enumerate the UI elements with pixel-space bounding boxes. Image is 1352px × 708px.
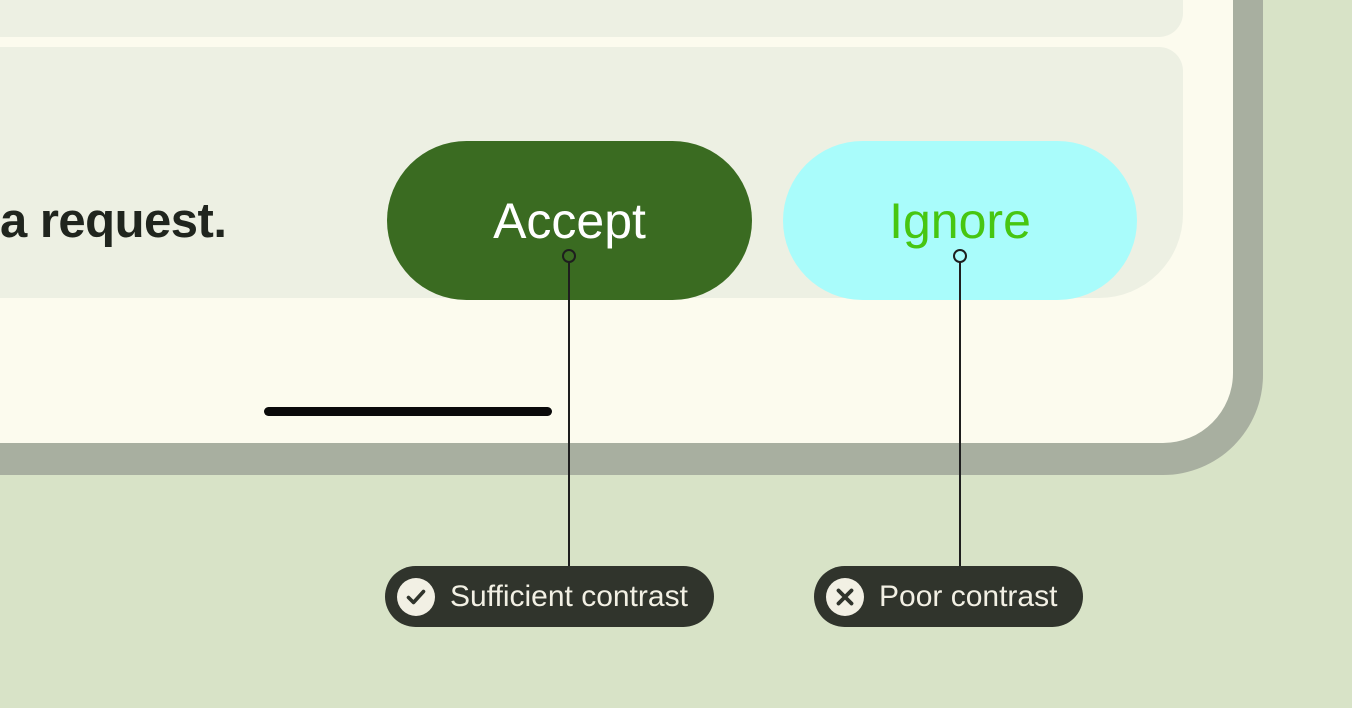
check-icon [397, 577, 435, 616]
connector-anchor-ignore [953, 249, 967, 263]
top-card [0, 0, 1183, 37]
x-icon [826, 577, 864, 616]
device-frame: a request. Accept Ignore [0, 0, 1263, 475]
connector-anchor-accept [562, 249, 576, 263]
device-screen: a request. Accept Ignore [0, 0, 1233, 443]
message-text: a request. [0, 194, 227, 248]
callout-label: Sufficient contrast [450, 579, 688, 613]
callout-label: Poor contrast [879, 579, 1058, 613]
message-card: a request. Accept Ignore [0, 47, 1183, 300]
connector-line-accept [568, 262, 570, 566]
home-indicator [264, 407, 552, 416]
connector-line-ignore [959, 262, 961, 566]
callout-sufficient-contrast: Sufficient contrast [385, 566, 714, 627]
callout-poor-contrast: Poor contrast [814, 566, 1084, 627]
